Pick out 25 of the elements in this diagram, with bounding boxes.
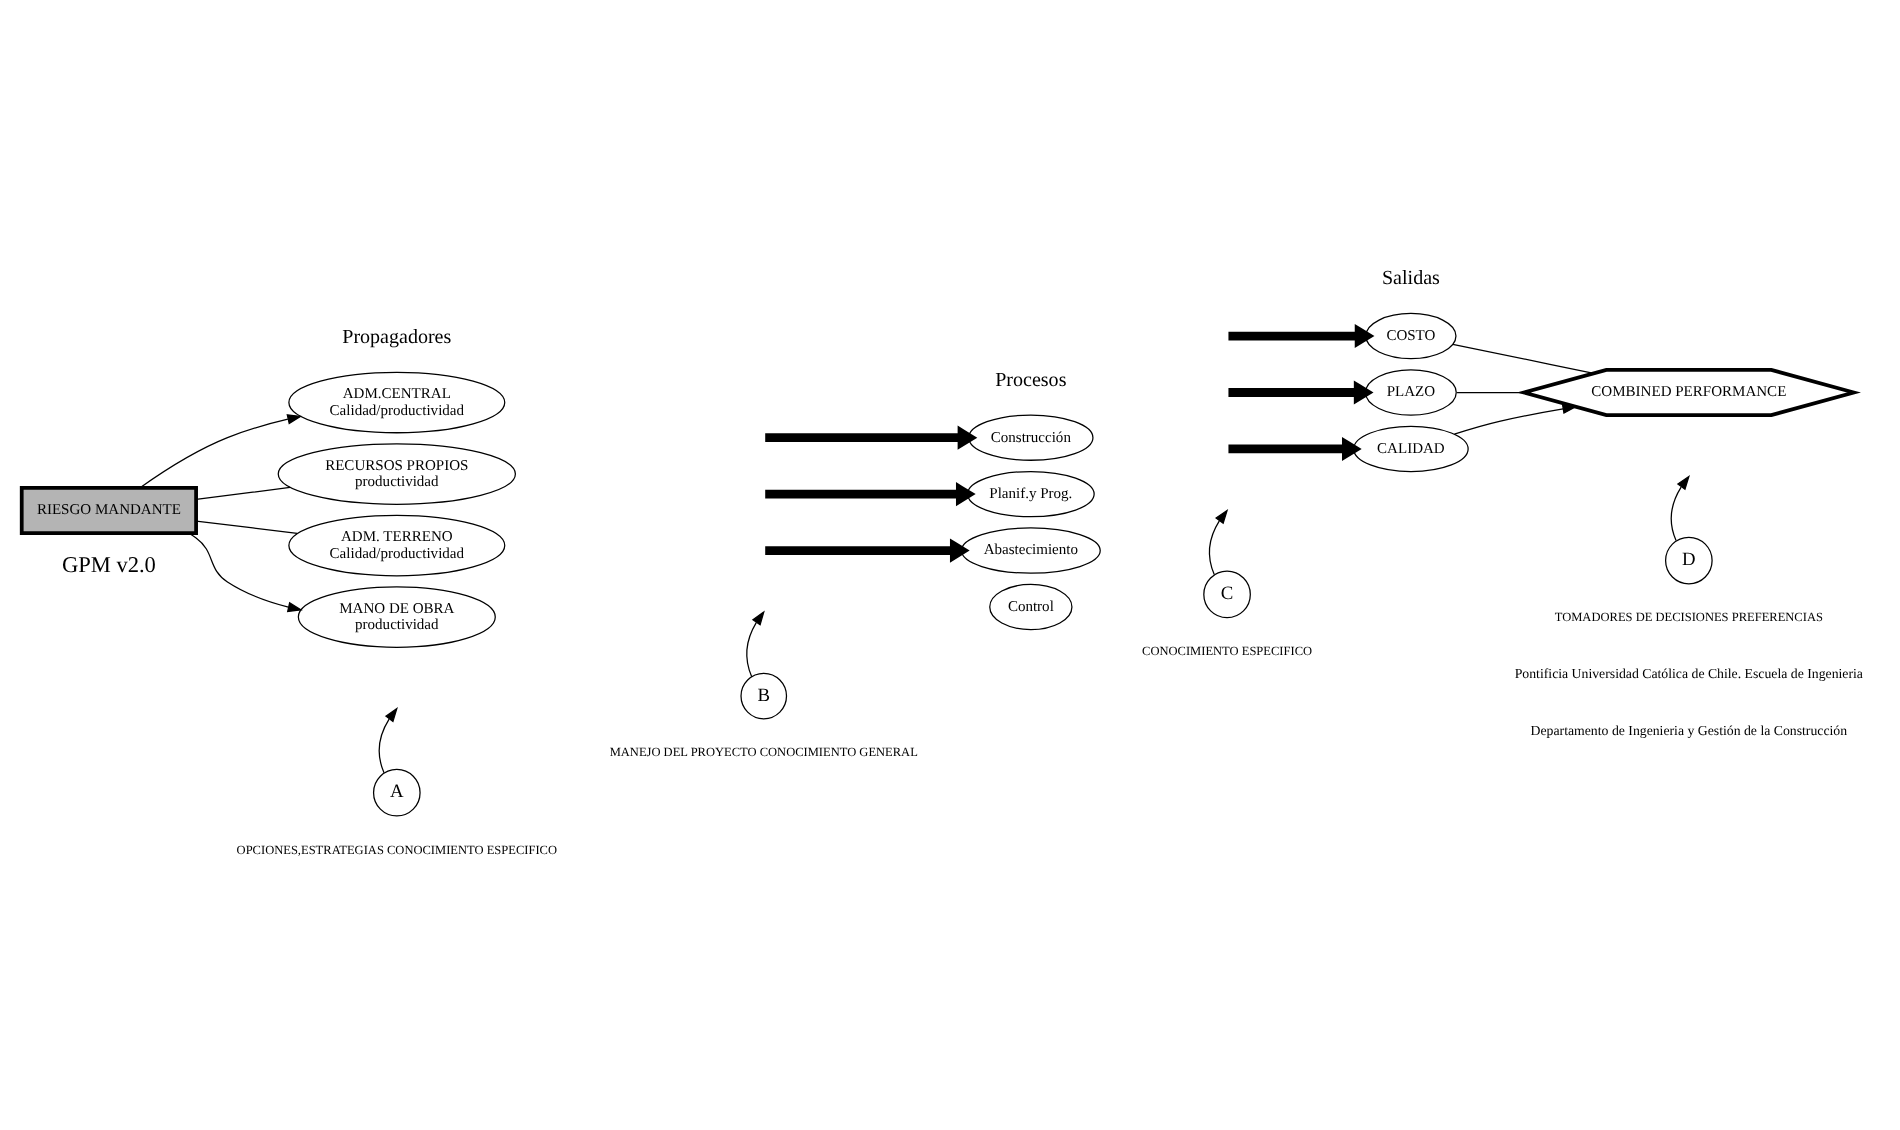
arrow (139, 414, 303, 489)
connector (195, 520, 298, 535)
arrow (1453, 403, 1578, 435)
arrow (746, 610, 765, 678)
arrow (765, 425, 978, 450)
arrow (765, 538, 970, 563)
node-circle: A (372, 768, 421, 817)
label: Procesos (995, 369, 1067, 392)
arrow (1228, 323, 1375, 349)
arrow (1670, 475, 1690, 542)
node-circle: B (740, 672, 788, 720)
connector (195, 486, 291, 501)
arrow (1228, 380, 1374, 405)
label: Salidas (1381, 268, 1440, 291)
connector (1456, 391, 1525, 394)
arrow (378, 707, 398, 774)
arrow (765, 482, 976, 507)
label: GPM v2.0 (61, 554, 156, 579)
arrow (187, 532, 303, 613)
arrow (1208, 508, 1229, 576)
arrow (1228, 436, 1362, 462)
node-circle: C (1203, 570, 1251, 619)
label: Propagadores (342, 327, 452, 350)
connector (1452, 343, 1595, 374)
node-circle: D (1664, 536, 1713, 585)
